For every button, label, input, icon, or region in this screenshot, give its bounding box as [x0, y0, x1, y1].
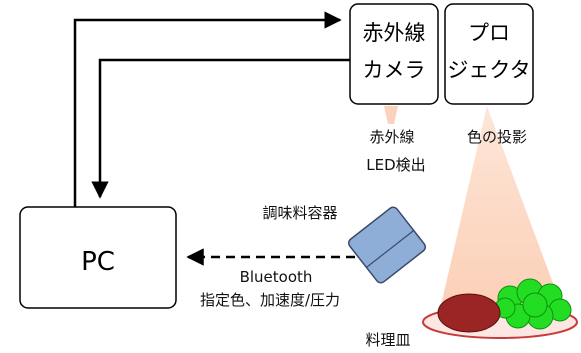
projector-label-line2: ジェクタ: [447, 58, 530, 82]
label-dish: 料理皿: [365, 331, 410, 349]
label-bluetooth: Bluetooth: [240, 268, 313, 286]
food-red: [437, 293, 501, 333]
ir-camera-label-line1: 赤外線: [363, 21, 426, 45]
projector-label-line1: プロ: [468, 21, 510, 45]
label-ir-detect-line1: 赤外線: [369, 128, 414, 146]
arrow-pc-to-camera: [73, 11, 342, 207]
arrow-camera-to-pc: [91, 58, 350, 199]
pc-label: PC: [81, 247, 115, 277]
projector-beam: [438, 106, 566, 318]
seasoning-container: [348, 206, 426, 284]
ir-camera-box: [349, 3, 439, 105]
label-seasoning-container: 調味料容器: [262, 204, 337, 222]
label-ir-detect-line2: LED検出: [366, 156, 425, 174]
label-bluetooth-payload: 指定色、加速度/圧力: [200, 291, 340, 309]
pc-box: [19, 206, 177, 309]
ir-camera-label-line2: カメラ: [363, 58, 426, 82]
ir-detection-cone: [384, 106, 398, 124]
label-color-projection: 色の投影: [467, 128, 527, 146]
projector-box: [444, 3, 534, 105]
food-green: [494, 278, 572, 330]
